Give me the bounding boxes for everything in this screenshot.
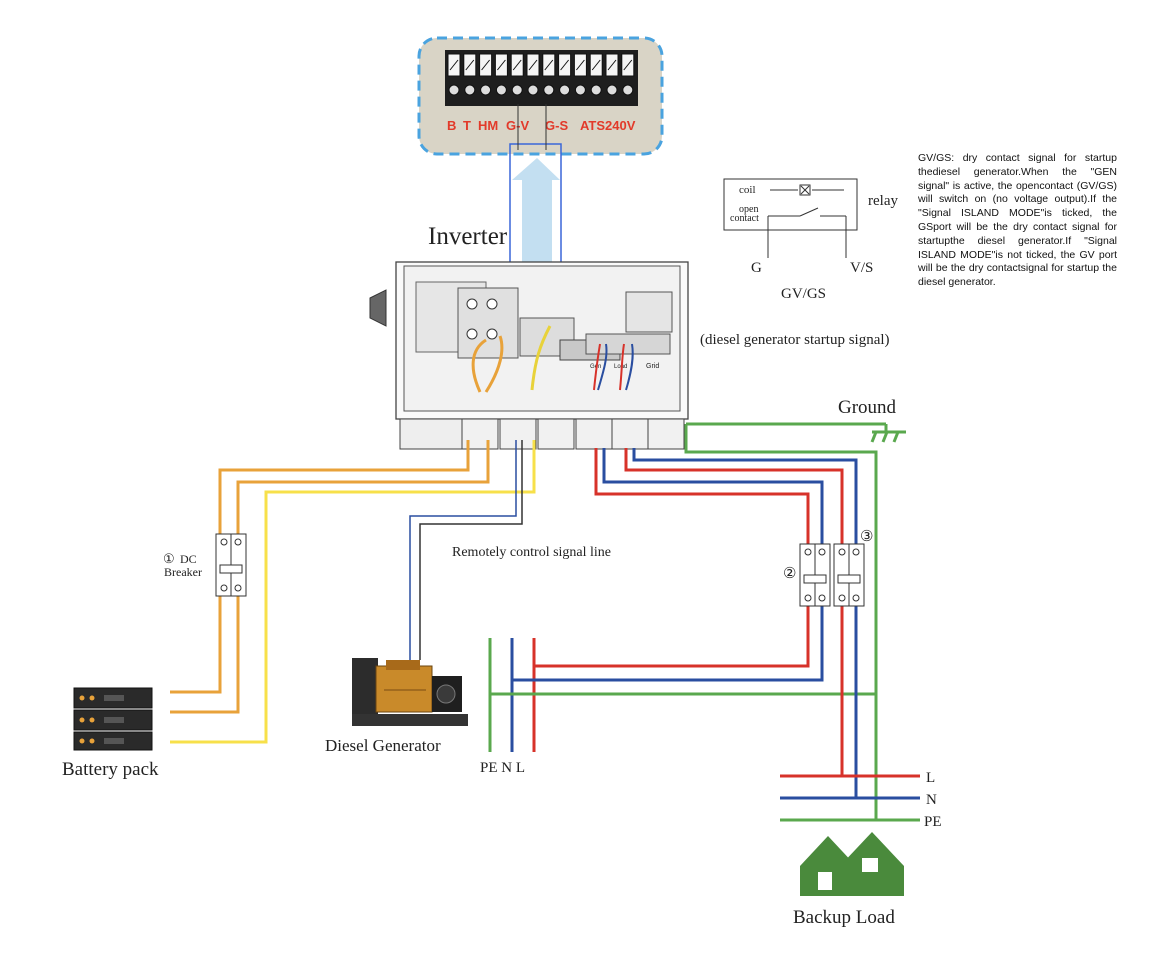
- terminal-block: B T HM G-V G-S ATS240V: [417, 36, 664, 156]
- battery-wires: [170, 440, 536, 744]
- diesel-generator-label: Diesel Generator: [325, 736, 441, 755]
- terminal-label-gs: G-S: [545, 118, 568, 133]
- relay-diagram: coil open contact relay G V/S GV/GS: [723, 178, 898, 302]
- diesel-generator: [352, 658, 468, 726]
- ground-symbol: [686, 422, 906, 443]
- remote-signal-label: Remotely control signal line: [452, 545, 611, 560]
- terminal-hole: [511, 84, 523, 96]
- terminal-hole: [464, 84, 476, 96]
- terminal-hole: [559, 84, 571, 96]
- relay-coil-label: coil: [739, 184, 756, 196]
- relay-vs-label: V/S: [850, 260, 873, 276]
- terminal-hole: [495, 84, 507, 96]
- breaker-3-label: ③: [860, 529, 873, 545]
- terminal-label-hm: HM: [478, 118, 498, 133]
- battery-pack-label: Battery pack: [62, 759, 159, 780]
- open-contact-label-2: contact: [730, 213, 759, 224]
- ac-wiring: [488, 424, 920, 822]
- load-port-label: Load: [614, 364, 627, 370]
- dc-breaker: [215, 533, 247, 597]
- terminal-hole: [480, 84, 492, 96]
- breaker-2: [799, 543, 831, 607]
- terminal-hole: [606, 84, 618, 96]
- relay-label: relay: [868, 193, 898, 209]
- breaker-3: [833, 543, 865, 607]
- gvgs-label: GV/GS: [781, 286, 826, 302]
- terminal-hole: [448, 84, 460, 96]
- bus-pe-label: PE: [924, 814, 942, 830]
- inverter-label: Inverter: [428, 223, 508, 250]
- bus-l-label: L: [926, 770, 935, 786]
- inverter-unit: Grid Gen Load: [369, 261, 689, 450]
- house-icon: [800, 832, 904, 896]
- backup-load-label: Backup Load: [793, 907, 895, 928]
- terminal-hole: [574, 84, 586, 96]
- dc-breaker-label-2: Breaker: [164, 565, 202, 579]
- open-contact-label-1: open: [739, 204, 758, 215]
- terminal-label-b: B: [447, 118, 456, 133]
- relay-g-label: G: [751, 260, 762, 276]
- gvgs-note: GV/GS: dry contact signal for startup th…: [918, 152, 1117, 289]
- grid-port-label: Grid: [646, 363, 659, 370]
- dc-breaker-num: ①: [163, 551, 175, 566]
- bus-n-label: N: [926, 792, 937, 808]
- dc-breaker-label-1: DC: [180, 552, 197, 566]
- breaker-2-label: ②: [783, 566, 796, 582]
- terminal-hole: [590, 84, 602, 96]
- terminal-label-t: T: [463, 118, 471, 133]
- battery-pack: [73, 687, 153, 751]
- pe-n-l-label: PE N L: [480, 760, 525, 776]
- startup-signal-label: (diesel generator startup signal): [700, 332, 890, 348]
- terminal-hole: [622, 84, 634, 96]
- ground-label: Ground: [838, 397, 897, 418]
- remote-signal-line: [409, 440, 523, 660]
- terminal-hole: [543, 84, 555, 96]
- terminal-hole: [527, 84, 539, 96]
- terminal-label-ats: ATS240V: [580, 118, 636, 133]
